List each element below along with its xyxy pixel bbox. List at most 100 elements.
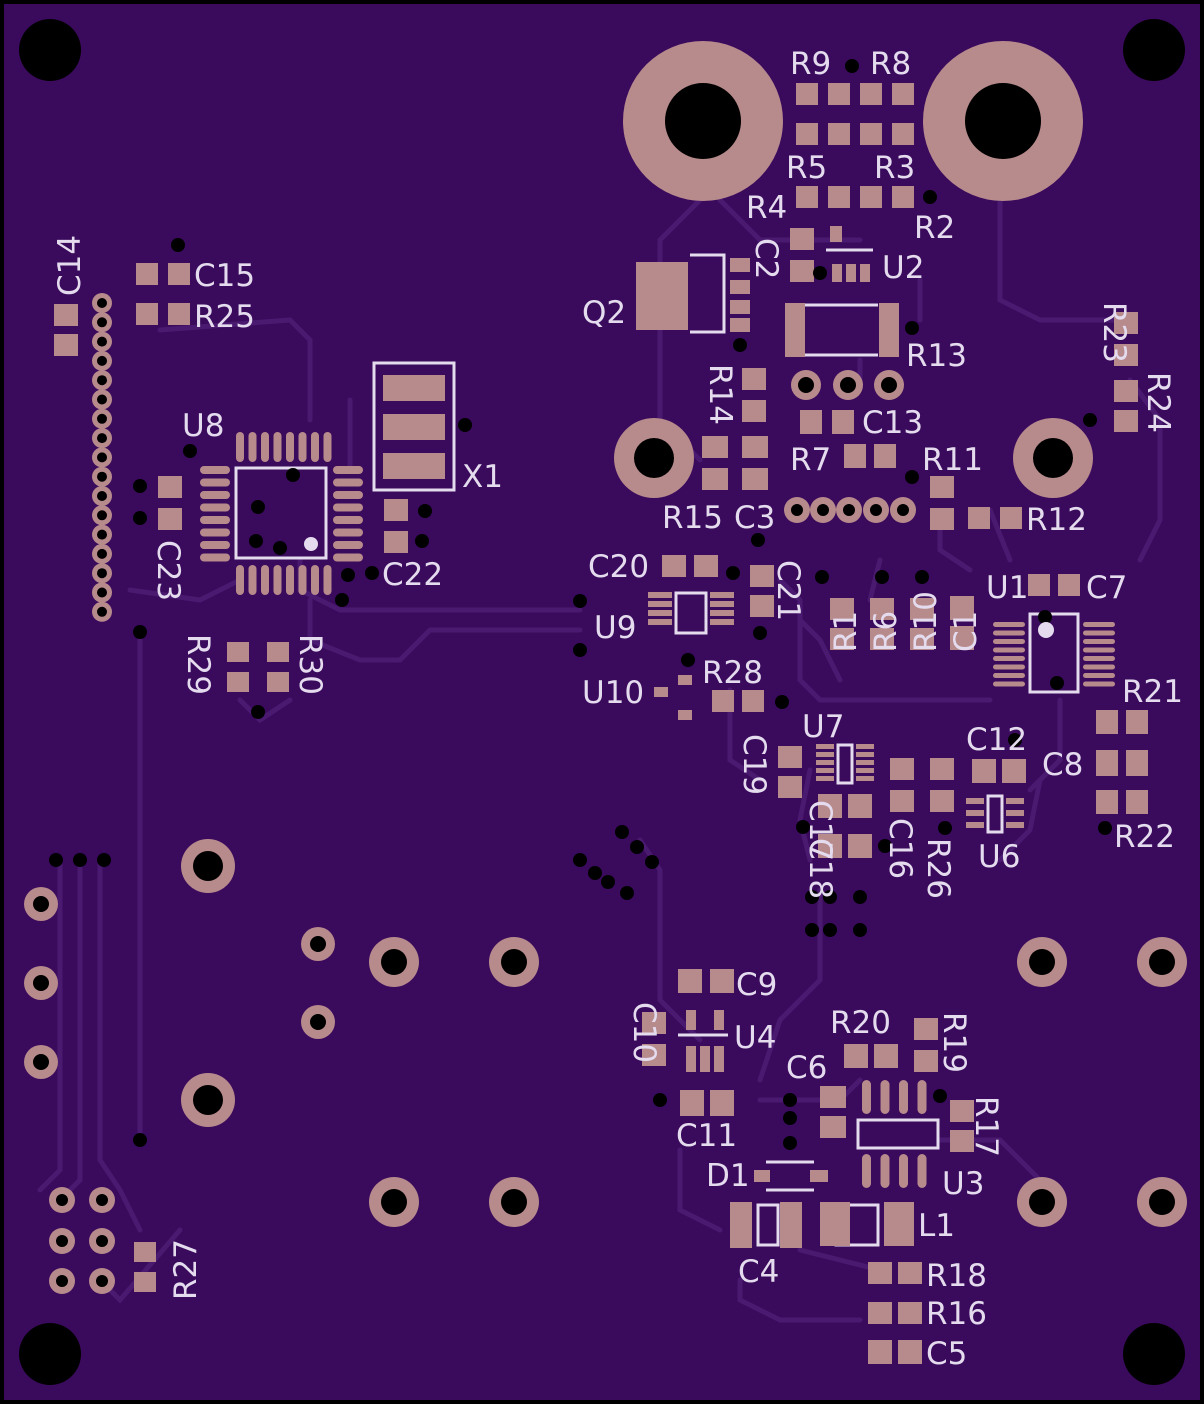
qfn-pin bbox=[333, 541, 363, 549]
smd-pad bbox=[810, 1170, 828, 1182]
qfn-pin bbox=[333, 528, 363, 537]
via bbox=[933, 1089, 947, 1103]
via bbox=[183, 444, 197, 458]
smd-pad bbox=[168, 303, 190, 325]
smd-pad bbox=[884, 1202, 914, 1246]
designator-c19: C19 bbox=[736, 734, 772, 795]
smd-pad bbox=[830, 598, 854, 620]
qfn-pin bbox=[236, 565, 244, 595]
qfn-pin bbox=[333, 466, 363, 474]
drill-hole bbox=[33, 1054, 49, 1070]
via bbox=[133, 479, 147, 493]
designator-c1: C1 bbox=[948, 611, 984, 652]
ic-pin bbox=[1083, 664, 1115, 670]
qfn-pin bbox=[286, 432, 294, 462]
via bbox=[845, 59, 859, 73]
designator-x1: X1 bbox=[462, 459, 503, 495]
smd-pad bbox=[856, 776, 874, 781]
smd-pad bbox=[950, 1100, 974, 1122]
qfn-pin bbox=[311, 432, 319, 462]
drill-hole bbox=[965, 83, 1041, 159]
via bbox=[645, 855, 659, 869]
via bbox=[726, 566, 740, 580]
via bbox=[823, 890, 837, 904]
designator-r5: R5 bbox=[786, 150, 827, 186]
smd-pad bbox=[848, 794, 872, 818]
drill-hole bbox=[381, 1189, 407, 1215]
smd-pad bbox=[892, 83, 914, 105]
qfn-pin bbox=[200, 516, 230, 524]
smd-pad bbox=[856, 744, 874, 749]
qfn-pin bbox=[200, 491, 230, 499]
designator-c20: C20 bbox=[588, 549, 649, 585]
via bbox=[815, 570, 829, 584]
ic-pin bbox=[880, 1154, 890, 1188]
via bbox=[588, 866, 602, 880]
drill-hole bbox=[97, 491, 107, 501]
via bbox=[418, 504, 432, 518]
smd-pad bbox=[730, 300, 750, 314]
designator-r1: R1 bbox=[828, 611, 864, 652]
drill-hole bbox=[33, 896, 49, 912]
drill-hole bbox=[501, 1189, 527, 1215]
drill-hole bbox=[97, 375, 107, 386]
smd-pad bbox=[816, 744, 834, 749]
smd-pad bbox=[686, 1046, 696, 1072]
smd-pad bbox=[816, 768, 834, 773]
smd-pad bbox=[818, 834, 842, 858]
designator-c2: C2 bbox=[748, 238, 784, 279]
smd-pad bbox=[820, 1116, 846, 1138]
smd-pad bbox=[648, 610, 672, 616]
designator-q2: Q2 bbox=[582, 295, 626, 331]
smd-pad bbox=[642, 1044, 666, 1066]
smd-pad bbox=[134, 1242, 156, 1262]
drill-hole bbox=[843, 504, 855, 516]
via bbox=[1098, 821, 1112, 835]
via bbox=[335, 593, 349, 607]
designator-c17: C17 bbox=[802, 800, 838, 861]
smd-pad bbox=[785, 303, 805, 357]
smd-pad bbox=[654, 687, 668, 697]
designator-r2: R2 bbox=[914, 210, 955, 246]
smd-pad bbox=[874, 444, 896, 468]
smd-pad bbox=[383, 375, 445, 401]
via bbox=[1008, 733, 1022, 747]
ic-pin bbox=[993, 681, 1025, 687]
smd-pad bbox=[844, 444, 866, 468]
ic-pin bbox=[1083, 647, 1115, 653]
via bbox=[365, 566, 379, 580]
designator-r12: R12 bbox=[1026, 502, 1087, 538]
via bbox=[733, 338, 747, 352]
ic-pin bbox=[899, 1154, 908, 1188]
drill-hole bbox=[798, 377, 814, 393]
qfn-pin bbox=[333, 478, 363, 487]
via bbox=[681, 653, 695, 667]
smd-pad bbox=[730, 1202, 752, 1248]
smd-pad bbox=[910, 628, 934, 650]
designator-c11: C11 bbox=[676, 1118, 737, 1154]
via bbox=[573, 594, 587, 608]
copper-pads bbox=[54, 83, 1148, 1364]
smd-pad bbox=[796, 186, 818, 208]
smd-pad bbox=[892, 186, 914, 208]
via bbox=[133, 511, 147, 525]
smd-pad bbox=[158, 476, 182, 498]
smd-pad bbox=[227, 672, 249, 692]
via bbox=[905, 470, 919, 484]
smd-pad bbox=[742, 436, 768, 458]
ic-pin bbox=[1083, 630, 1115, 636]
smd-pad bbox=[898, 1340, 922, 1364]
drill-hole bbox=[1149, 1189, 1175, 1215]
smd-pad bbox=[860, 186, 882, 208]
smd-pad bbox=[642, 1012, 666, 1034]
smd-pad bbox=[54, 334, 78, 356]
smd-pad bbox=[1058, 574, 1080, 596]
mounting-hole bbox=[1123, 19, 1185, 81]
via bbox=[251, 705, 265, 719]
smd-pad bbox=[930, 790, 954, 812]
drill-hole bbox=[193, 1085, 223, 1115]
via bbox=[286, 468, 300, 482]
drill-hole bbox=[96, 1235, 108, 1247]
ic-pin bbox=[899, 1080, 908, 1114]
